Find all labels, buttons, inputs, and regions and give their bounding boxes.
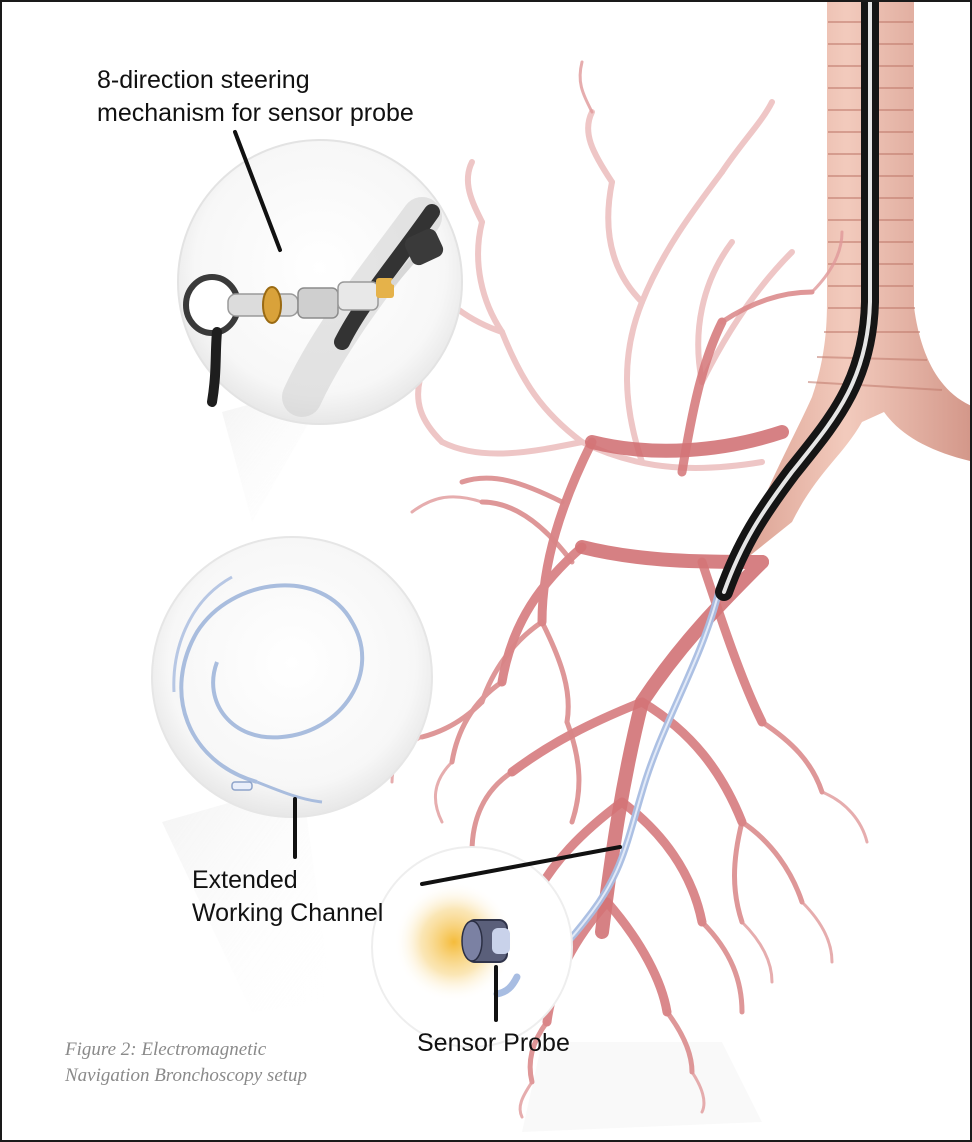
sensor-probe-inset xyxy=(372,847,572,1047)
steering-callout-line2: mechanism for sensor probe xyxy=(97,97,414,130)
figure-caption-line1: Figure 2: Electromagnetic xyxy=(65,1037,307,1063)
sensor-probe-callout: Sensor Probe xyxy=(417,1027,570,1060)
steering-mechanism-callout: 8-direction steering mechanism for senso… xyxy=(97,64,414,130)
working-channel-callout: Extended Working Channel xyxy=(192,864,383,930)
working-channel-callout-line2: Working Channel xyxy=(192,897,383,930)
steering-callout-line1: 8-direction steering xyxy=(97,64,414,97)
figure-caption: Figure 2: Electromagnetic Navigation Bro… xyxy=(65,1037,307,1089)
steering-mechanism-inset xyxy=(178,140,462,424)
working-channel-callout-line1: Extended xyxy=(192,864,383,897)
working-channel-inset xyxy=(152,537,432,817)
figure-caption-line2: Navigation Bronchoscopy setup xyxy=(65,1063,307,1089)
